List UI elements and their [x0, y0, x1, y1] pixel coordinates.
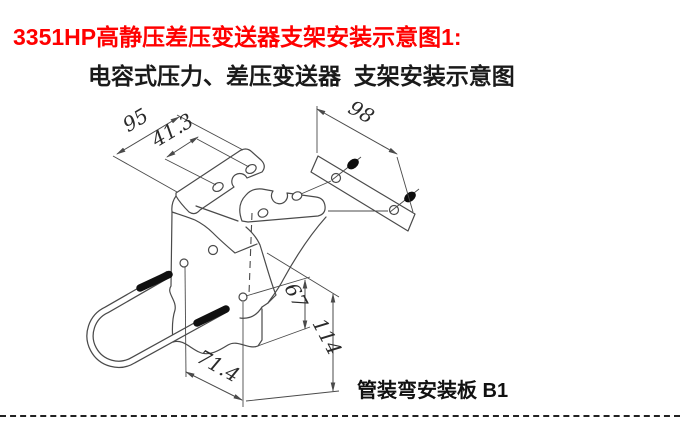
strip-hole-right: [388, 204, 400, 216]
u-bolt: [86, 258, 248, 368]
page-title: 3351HP高静压差压变送器支架安装示意图1:: [13, 24, 462, 50]
u-bolt-thread-front: [193, 305, 230, 327]
dimension-lines: 95 41.3 98 67 114 71.4: [112, 95, 414, 407]
top-flange: [175, 148, 265, 215]
page-divider: [0, 415, 680, 417]
diagram-subtitle: 电容式压力、差压变送器 支架安装示意图: [88, 63, 515, 89]
u-bolt-hole-front: [238, 292, 248, 302]
bolt-head-left-icon: [347, 158, 359, 170]
bolt-head-right-icon: [404, 191, 416, 203]
dim-total-height: 114: [308, 314, 347, 359]
top-flange-hole-left: [212, 181, 224, 193]
bolt-axis-right: [389, 188, 420, 213]
dim-hole-offset: 67: [280, 279, 313, 313]
dim-flange-hole-spacing: 41.3: [146, 108, 197, 152]
top-flange-hole-right: [245, 163, 257, 175]
side-flange: [239, 188, 326, 223]
u-bolt-thread-rear: [136, 270, 173, 292]
side-flange-hole-left: [257, 208, 269, 218]
part-caption: 管装弯安装板 B1: [357, 380, 509, 402]
strip-hole-left: [330, 172, 342, 184]
u-bolt-hole-rear: [179, 258, 189, 268]
dim-strip-length: 98: [344, 95, 378, 128]
body-hole: [207, 244, 219, 256]
mounting-strip: [300, 155, 420, 232]
side-flange-hole-right: [291, 191, 303, 201]
